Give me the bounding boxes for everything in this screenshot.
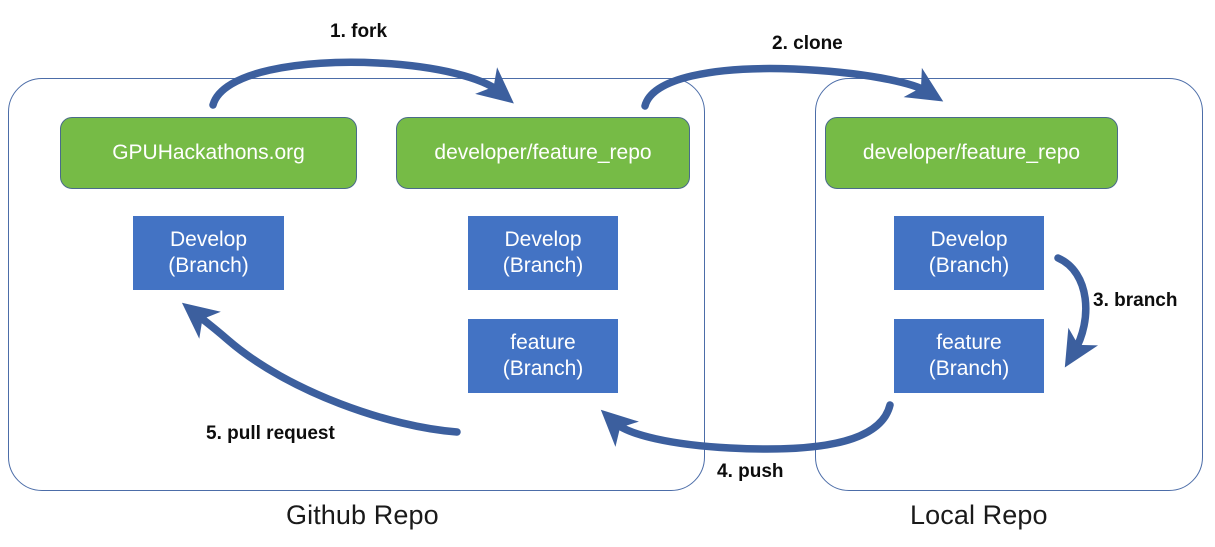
branch-node-local-feature[interactable]: feature (Branch) (893, 318, 1045, 394)
branch-name: feature (936, 331, 1002, 355)
repo-node-gpuhackathons[interactable]: GPUHackathons.org (60, 117, 357, 189)
branch-name: Develop (169, 228, 248, 252)
repo-node-github-feature-repo[interactable]: developer/feature_repo (396, 117, 690, 189)
branch-node-fork-develop[interactable]: Develop (Branch) (467, 215, 619, 291)
repo-node-local-feature-repo[interactable]: developer/feature_repo (825, 117, 1118, 189)
branch-kind: (Branch) (502, 254, 584, 277)
github-repo-caption: Github Repo (286, 500, 439, 530)
branch-kind: (Branch) (502, 357, 584, 380)
branch-node-upstream-develop[interactable]: Develop (Branch) (132, 215, 285, 291)
branch-name: feature (510, 331, 576, 355)
branch-kind: (Branch) (168, 254, 249, 277)
branch-node-fork-feature[interactable]: feature (Branch) (467, 318, 619, 394)
step-label-pull-request: 5. pull request (206, 423, 335, 444)
branch-name: Develop (930, 228, 1008, 252)
step-label-push: 4. push (717, 461, 784, 482)
branch-name: Develop (504, 228, 582, 252)
branch-kind: (Branch) (928, 357, 1010, 380)
local-repo-caption: Local Repo (910, 500, 1048, 530)
branch-kind: (Branch) (928, 254, 1010, 277)
step-label-branch: 3. branch (1093, 290, 1178, 311)
step-label-fork: 1. fork (330, 21, 388, 42)
local-repo-container (815, 78, 1203, 491)
branch-node-local-develop[interactable]: Develop (Branch) (893, 215, 1045, 291)
step-label-clone: 2. clone (772, 33, 843, 54)
